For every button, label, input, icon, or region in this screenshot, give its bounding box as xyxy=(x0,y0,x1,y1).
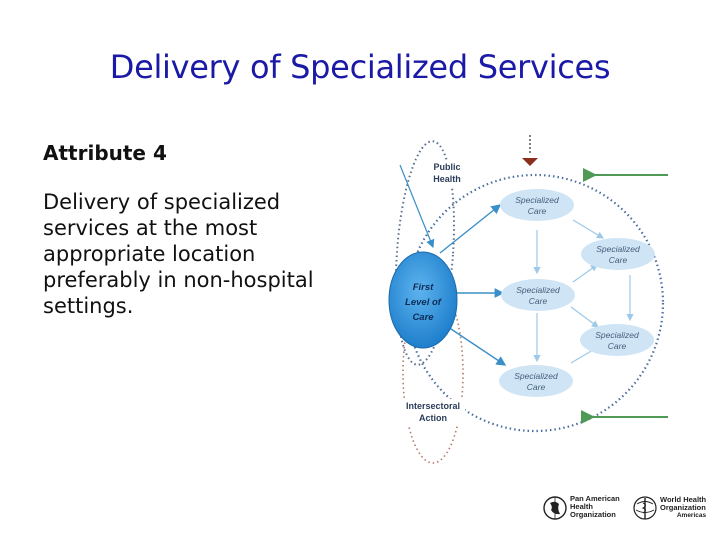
specialized-label: Care xyxy=(529,296,548,306)
specialized-care-node: Specialized Care xyxy=(581,238,655,270)
specialized-care-node: Specialized Care xyxy=(499,365,573,397)
paho-text: Organization xyxy=(570,510,616,519)
attribute-heading: Attribute 4 xyxy=(43,141,167,165)
intersectoral-label: Action xyxy=(419,413,447,423)
specialized-label: Specialized xyxy=(516,285,560,295)
link-sc1-sc2 xyxy=(572,219,605,239)
specialized-label: Care xyxy=(608,341,627,351)
body-line: services at the most xyxy=(43,216,258,240)
body-text: Delivery of specialized services at the … xyxy=(43,189,353,319)
intersectoral-label: Intersectoral xyxy=(406,401,460,411)
public-health-label: Public xyxy=(433,162,460,172)
body-line: appropriate location xyxy=(43,242,256,266)
who-text: Americas xyxy=(676,512,707,519)
paho-logo-icon xyxy=(543,496,567,520)
specialized-care-node: Specialized Care xyxy=(500,189,574,221)
logos-footer: Pan American Health Organization World H… xyxy=(540,492,712,526)
public-health-label: Health xyxy=(433,174,461,184)
who-text: Organization xyxy=(660,503,706,512)
slide-title: Delivery of Specialized Services xyxy=(109,48,611,86)
body-line: preferably in non-hospital xyxy=(43,268,314,292)
specialized-label: Care xyxy=(609,255,628,265)
care-network-diagram: First Level of Care Specialized Care Spe… xyxy=(388,135,668,464)
link-sc3-sc2 xyxy=(572,264,598,283)
first-level-label: First xyxy=(413,282,434,293)
specialized-label: Specialized xyxy=(596,244,640,254)
public-health-oval xyxy=(394,140,456,366)
specialized-label: Care xyxy=(527,382,546,392)
first-level-care-node xyxy=(388,251,458,349)
specialized-label: Specialized xyxy=(514,371,558,381)
first-level-label: Level of xyxy=(405,297,442,308)
who-logo-icon xyxy=(633,496,657,520)
intersectoral-oval xyxy=(402,282,464,464)
arrow-to-sc5 xyxy=(444,324,507,366)
body-line: Delivery of specialized xyxy=(43,190,281,214)
paho-text: Pan American xyxy=(570,494,620,503)
paho-text: Health xyxy=(570,502,593,511)
who-text: World Health xyxy=(660,495,707,504)
specialized-label: Specialized xyxy=(595,330,639,340)
arrow-from-top xyxy=(399,164,435,249)
body-line: settings. xyxy=(43,294,134,318)
brown-arrow-icon xyxy=(522,158,538,166)
specialized-care-node: Specialized Care xyxy=(501,279,575,311)
specialized-care-node: Specialized Care xyxy=(580,324,654,356)
specialized-label: Care xyxy=(528,206,547,216)
specialized-label: Specialized xyxy=(515,195,559,205)
first-level-label: Care xyxy=(412,312,434,323)
link-sc3-sc4 xyxy=(570,306,599,328)
arrow-to-sc1 xyxy=(439,204,502,254)
